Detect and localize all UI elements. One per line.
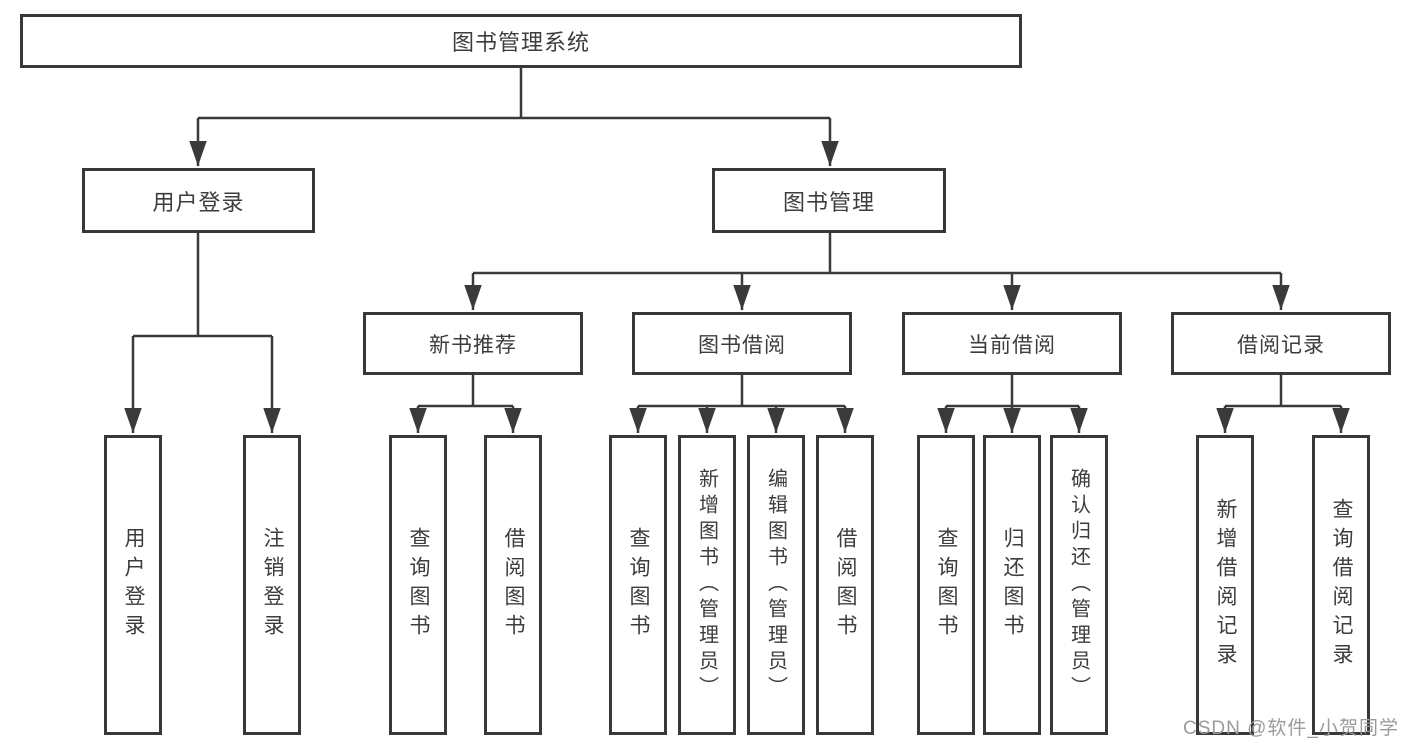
leaf-add-book-admin: 新增图书（管理员） — [678, 435, 736, 735]
node-book-management: 图书管理 — [712, 168, 946, 233]
leaf-borrow-book: 借阅图书 — [816, 435, 874, 735]
leaf-query-book: 查询图书 — [609, 435, 667, 735]
leaf-query-borrow-record: 查询借阅记录 — [1312, 435, 1370, 735]
leaf-user-login: 用户登录 — [104, 435, 162, 735]
leaf-add-borrow-record: 新增借阅记录 — [1196, 435, 1254, 735]
node-borrow-record: 借阅记录 — [1171, 312, 1391, 375]
node-root-system: 图书管理系统 — [20, 14, 1022, 68]
node-book-borrow: 图书借阅 — [632, 312, 852, 375]
node-current-borrow: 当前借阅 — [902, 312, 1122, 375]
node-user-login: 用户登录 — [82, 168, 315, 233]
csdn-watermark: CSDN @软件_小贺同学 — [1183, 718, 1399, 739]
leaf-query-book: 查询图书 — [389, 435, 447, 735]
leaf-return-book: 归还图书 — [983, 435, 1041, 735]
leaf-query-book: 查询图书 — [917, 435, 975, 735]
leaf-logout: 注销登录 — [243, 435, 301, 735]
node-new-book-recommend: 新书推荐 — [363, 312, 583, 375]
leaf-borrow-book: 借阅图书 — [484, 435, 542, 735]
connector-skeleton — [133, 68, 1341, 408]
leaf-edit-book-admin: 编辑图书（管理员） — [747, 435, 805, 735]
leaf-confirm-return-admin: 确认归还（管理员） — [1050, 435, 1108, 735]
